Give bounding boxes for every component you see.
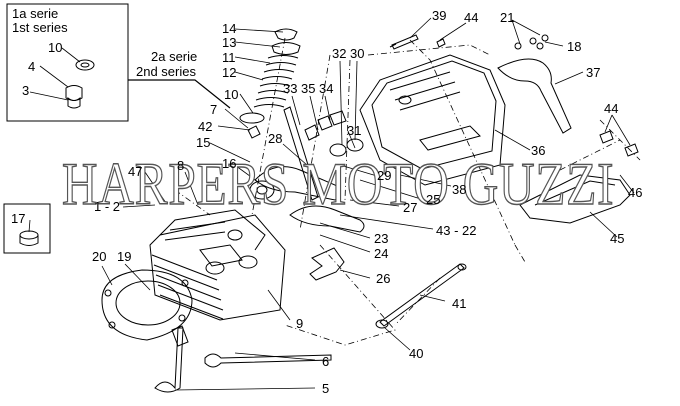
center-series-label-line1: 2a serie xyxy=(151,49,198,64)
part-label: 24 xyxy=(374,246,389,261)
inset-part-label-17: 17 xyxy=(11,211,26,226)
inset-part-label: 10 xyxy=(48,40,63,55)
part-label: 34 xyxy=(319,81,334,96)
part-label: 32 xyxy=(332,46,347,61)
part-label: 27 xyxy=(403,200,418,215)
part-label: 30 xyxy=(350,46,365,61)
part-label: 11 xyxy=(222,50,236,65)
part-label: 29 xyxy=(377,168,392,183)
inset-series-label-line2: 1st series xyxy=(12,20,68,35)
part-label: 46 xyxy=(628,185,643,200)
part-label: 8 xyxy=(177,158,185,173)
part-label: 13 xyxy=(222,35,237,50)
part-label: 40 xyxy=(409,346,424,361)
part-label: 43 - 22 xyxy=(436,223,477,238)
part-label: 33 xyxy=(283,81,298,96)
part-label: 47 xyxy=(128,164,143,179)
part-label: 19 xyxy=(117,249,132,264)
part-label: 38 xyxy=(452,182,467,197)
part-label: 6 xyxy=(322,354,330,369)
part-label: 26 xyxy=(376,271,391,286)
part-label: 20 xyxy=(92,249,107,264)
inset-box-part-17 xyxy=(3,203,51,254)
part-label: 25 xyxy=(426,192,441,207)
inset-part-label: 3 xyxy=(22,83,30,98)
part-label: 28 xyxy=(268,131,283,146)
part-label: 1 - 2 xyxy=(94,199,121,214)
part-label: 35 xyxy=(301,81,316,96)
part-label: 44 xyxy=(604,101,619,116)
part-label: 37 xyxy=(586,65,601,80)
part-label: 14 xyxy=(222,21,237,36)
part-label: 9 xyxy=(296,316,304,331)
inset-part-label: 4 xyxy=(28,59,36,74)
part-label: 18 xyxy=(567,39,582,54)
part-label: 23 xyxy=(374,231,389,246)
center-series-label-line2: 2nd series xyxy=(136,64,196,79)
inset-box-1st-series xyxy=(6,3,129,122)
part-label: 31 xyxy=(347,123,362,138)
part-label: 39 xyxy=(432,8,447,23)
part-label: 21 xyxy=(500,10,515,25)
part-label: 44 xyxy=(464,10,479,25)
part-label: 5 xyxy=(322,381,330,396)
part-label: 15 xyxy=(196,135,211,150)
part-label: 45 xyxy=(610,231,625,246)
part-label: 12 xyxy=(222,65,237,80)
part-label: 41 xyxy=(452,296,467,311)
inset-series-label-line1: 1a serie xyxy=(12,6,59,21)
part-label: 10 xyxy=(224,87,239,102)
part-label: 42 xyxy=(198,119,213,134)
part-label: 36 xyxy=(531,143,546,158)
part-label: 7 xyxy=(210,102,218,117)
part-label: 16 xyxy=(222,156,237,171)
